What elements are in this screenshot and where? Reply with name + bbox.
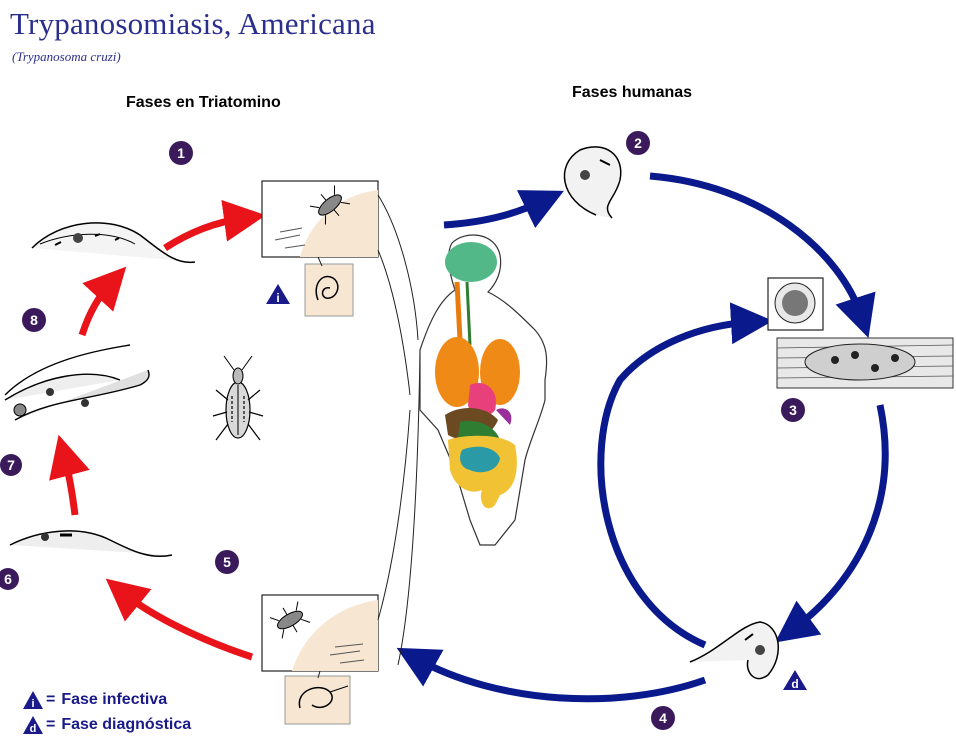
stage-badge-3: 3 [781, 398, 805, 422]
legend-diagnostic-icon: d [22, 715, 44, 735]
legend-separator: = [46, 691, 55, 709]
legend-separator: = [46, 716, 55, 734]
infective-stage-marker: i [266, 284, 290, 305]
stage-badge-7: 7 [0, 454, 22, 476]
svg-text:d: d [791, 677, 798, 691]
svg-text:4: 4 [659, 710, 667, 726]
stage-badge-4: 4 [651, 706, 675, 730]
arrow-bite-to-2 [444, 200, 545, 225]
svg-text:i: i [31, 698, 34, 710]
arrow-bite-to-6 [122, 592, 252, 657]
stage-badge-5: 5 [215, 550, 239, 574]
svg-text:7: 7 [7, 457, 15, 473]
stage-badge-1: 1 [169, 141, 193, 165]
legend-diagnostic: d = Fase diagnóstica [22, 715, 191, 735]
arrow-4-to-bite [415, 658, 705, 699]
organism-stage-8 [5, 345, 149, 420]
bite-panel-bottom [262, 595, 378, 724]
triatomine-bug-illustration [213, 356, 263, 440]
arrow-3-to-4 [792, 405, 885, 630]
legend-infective-icon: i [22, 690, 44, 710]
svg-text:i: i [276, 291, 279, 305]
svg-text:6: 6 [4, 571, 12, 587]
svg-text:2: 2 [634, 135, 642, 151]
svg-text:5: 5 [223, 554, 231, 570]
organism-stage-2 [564, 147, 620, 218]
arrow-1-to-bite [165, 218, 245, 248]
svg-text:d: d [30, 723, 37, 735]
arrow-2-to-3 [650, 176, 862, 318]
stage-badge-8: 8 [22, 308, 46, 332]
svg-text:1: 1 [177, 145, 185, 161]
arrow-8-to-1 [82, 282, 112, 335]
arrow-4-to-3-loop [601, 322, 752, 645]
human-body-figure [420, 235, 547, 545]
organism-stage-4 [690, 622, 778, 679]
panel-connectors [378, 195, 420, 665]
legend-infective: i = Fase infectiva [22, 690, 167, 710]
organism-stage-6 [10, 531, 172, 556]
svg-text:8: 8 [30, 312, 38, 328]
stage-badge-6: 6 [0, 568, 19, 590]
legend-infective-label: Fase infectiva [61, 691, 167, 709]
organism-stage-3-tissue [768, 278, 953, 388]
stage-badge-2: 2 [626, 131, 650, 155]
legend-diagnostic-label: Fase diagnóstica [61, 716, 191, 734]
svg-text:3: 3 [789, 402, 797, 418]
diagnostic-stage-marker: d [783, 670, 807, 691]
arrow-6-to-7 [64, 455, 75, 515]
